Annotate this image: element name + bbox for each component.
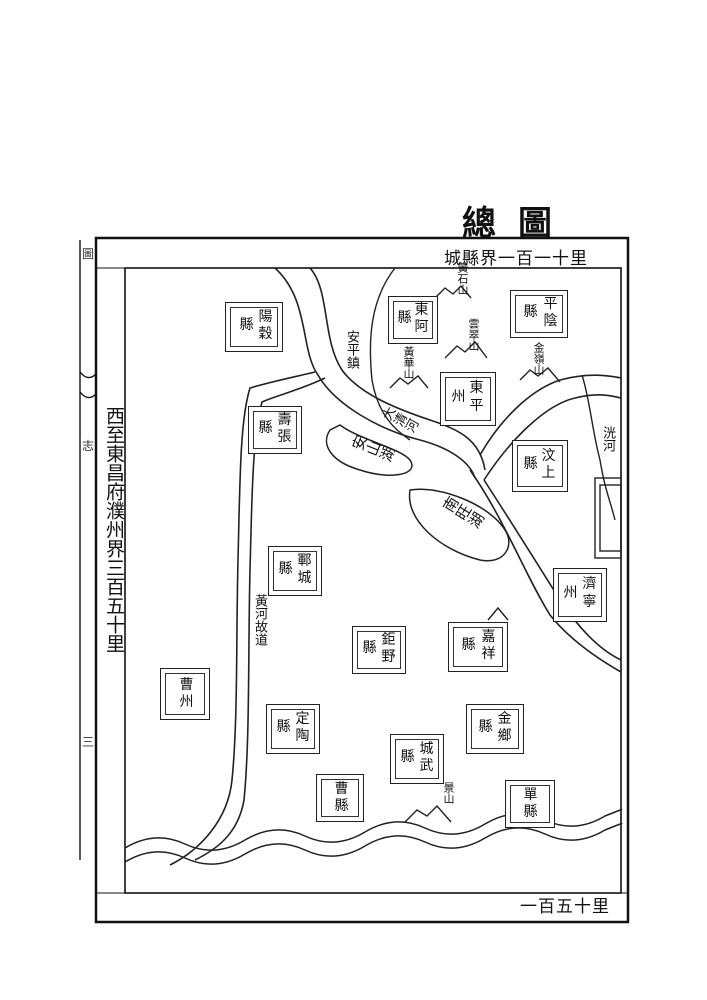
anshan-lake-outline <box>325 424 413 476</box>
county-chengwu: 城 武 縣 <box>390 734 444 784</box>
map-frame <box>94 236 630 924</box>
label-anping-town: 安平鎮 <box>344 330 359 369</box>
river-east-a <box>369 267 616 521</box>
county-dingtao: 定 陶 縣 <box>266 704 320 754</box>
label-jing-mountain: 景山 <box>442 782 455 804</box>
county-pingyin: 平 陰 縣 <box>510 290 568 338</box>
label-huanghe-old-course: 黃河故道 <box>252 594 267 646</box>
county-shouzhang: 壽 張 縣 <box>248 406 302 454</box>
county-wenshang: 汶 上 縣 <box>512 440 568 492</box>
nanwang-lake-outline <box>408 488 510 562</box>
label-huangshi-mountain: 黃石山 <box>456 262 469 295</box>
river-huanghe-gudao <box>169 267 622 866</box>
south-border-label: 一百五十里 <box>520 897 610 917</box>
county-donga: 東 阿 縣 <box>388 296 438 344</box>
county-shanxian: 單 縣 <box>505 780 555 828</box>
county-jiaxiang: 嘉 祥 縣 <box>448 622 508 672</box>
lakes <box>325 424 510 562</box>
north-border-label: 城縣界一百一十里 <box>444 249 588 269</box>
mountain-symbols <box>389 284 561 823</box>
county-juancheng: 鄆 城 縣 <box>268 546 322 596</box>
margin-char-2: 志 <box>82 439 95 453</box>
county-jinxiang: 金 鄉 縣 <box>466 704 524 754</box>
county-caozhou: 曹 州 <box>160 668 210 720</box>
label-yuncui-mountain: 雲翠山 <box>467 318 480 351</box>
county-jining: 濟 寧 州 <box>553 568 607 622</box>
label-guang-river: 洸河 <box>600 426 615 452</box>
county-yanggu: 陽 穀 縣 <box>225 302 283 352</box>
margin-char-3: 三 <box>82 735 95 749</box>
southern-river-waves <box>124 808 623 865</box>
county-caoxian: 曹 縣 <box>316 774 364 822</box>
east-edge-structure <box>487 477 622 621</box>
binding-strip <box>79 240 97 860</box>
label-huanghua-mountain: 黃華山 <box>402 346 415 379</box>
label-jinling-mountain: 金嶺山 <box>532 342 545 375</box>
west-border-label: 西至東昌府濮州界三百五十里 <box>103 406 125 653</box>
county-juye: 鉅 野 縣 <box>352 626 406 674</box>
county-dongping: 東 平 州 <box>440 372 496 426</box>
margin-char-1: 圖 <box>82 247 95 261</box>
